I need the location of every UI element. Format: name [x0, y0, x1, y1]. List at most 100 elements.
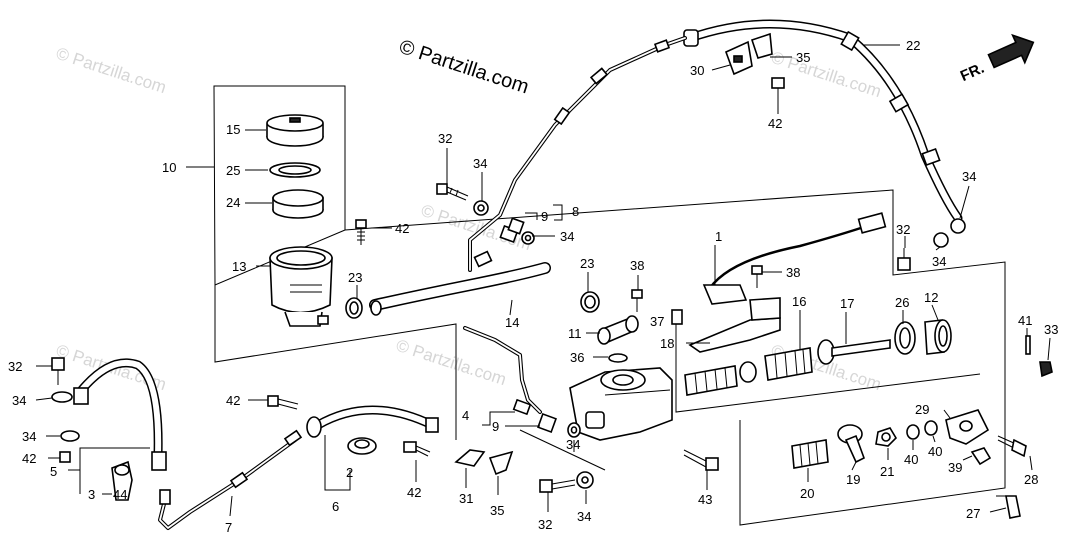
callout-40: 40 — [904, 452, 918, 467]
callout-22: 22 — [906, 38, 920, 53]
callout-25: 25 — [226, 163, 240, 178]
assembly-boxes — [213, 85, 1006, 526]
callout-42: 42 — [395, 221, 409, 236]
spring-20 — [791, 439, 829, 469]
callout-35: 35 — [796, 50, 810, 65]
callout-9: 9 — [541, 209, 548, 224]
washer-34 — [60, 430, 80, 442]
watermark-faint: © Partzilla.com — [54, 44, 169, 97]
callout-11: 11 — [568, 326, 582, 341]
callout-42: 42 — [22, 451, 36, 466]
callout-32: 32 — [538, 517, 552, 532]
callout-44: 44 — [113, 487, 127, 502]
screw-37 — [671, 309, 683, 325]
callout-34: 34 — [473, 156, 487, 171]
bracket-31 — [454, 449, 486, 467]
spring — [684, 361, 757, 396]
washer-40 — [906, 424, 920, 440]
callout-38: 38 — [630, 258, 644, 273]
callout-39: 39 — [948, 460, 962, 475]
fitting-11 — [597, 315, 639, 345]
callout-38: 38 — [786, 265, 800, 280]
clamp-23 — [345, 297, 363, 319]
pin-27 — [996, 495, 1021, 519]
pushrod-17 — [817, 339, 891, 365]
callout-34: 34 — [566, 437, 580, 452]
callout-26: 26 — [895, 295, 909, 310]
callout-43: 43 — [698, 492, 712, 507]
washer-34 — [51, 391, 73, 403]
callout-34: 34 — [560, 229, 574, 244]
callout-15: 15 — [226, 122, 240, 137]
arrow-icon — [987, 33, 1035, 69]
watermark-main: © Partzilla.com — [396, 36, 531, 99]
bolt-42 — [355, 219, 367, 245]
bolt-42 — [771, 77, 785, 100]
bolt-43 — [683, 449, 719, 471]
callout-37: 37 — [650, 314, 664, 329]
yoke-29 — [945, 409, 990, 445]
nut-9 — [499, 217, 525, 244]
callout-36: 36 — [570, 350, 584, 365]
callout-14: 14 — [505, 315, 519, 330]
hose-14 — [369, 262, 551, 316]
leader-lines — [35, 44, 1051, 517]
slave-box — [739, 380, 1006, 526]
front-direction-arrow: FR. — [958, 33, 1035, 85]
callout-35: 35 — [490, 503, 504, 518]
switch-1 — [702, 212, 887, 305]
washer-36 — [608, 353, 628, 363]
callout-12: 12 — [924, 290, 938, 305]
bolt-42 — [267, 395, 299, 410]
reservoir-assembly — [266, 114, 333, 327]
callout-19: 19 — [846, 472, 860, 487]
cup-12 — [924, 319, 952, 355]
callout-10: 10 — [162, 160, 176, 175]
callout-13: 13 — [232, 259, 246, 274]
callout-23: 23 — [348, 270, 362, 285]
callout-34: 34 — [962, 169, 976, 184]
callout-23: 23 — [580, 256, 594, 271]
flare-nut — [473, 250, 493, 268]
pipe-4 — [463, 326, 542, 416]
watermark-faint-group: © Partzilla.com © Partzilla.com © Partzi… — [54, 44, 884, 394]
callout-18: 18 — [660, 336, 674, 351]
nut-9 — [537, 413, 557, 433]
callout-16: 16 — [792, 294, 806, 309]
bracket-30 — [724, 40, 753, 76]
callout-7: 7 — [225, 520, 232, 535]
callout-3: 3 — [88, 487, 95, 502]
callout-1: 1 — [715, 229, 722, 244]
callout-27: 27 — [966, 506, 980, 521]
bolt-32 — [51, 357, 65, 385]
callout-34: 34 — [932, 254, 946, 269]
callout-34: 34 — [22, 429, 36, 444]
pin-41 — [1025, 335, 1031, 355]
clip-2 — [347, 437, 377, 455]
washer-40 — [924, 420, 938, 436]
callout-32: 32 — [896, 222, 910, 237]
callout-4: 4 — [462, 408, 469, 423]
callout-29: 29 — [915, 402, 929, 417]
callout-28: 28 — [1024, 472, 1038, 487]
clip-35 — [488, 450, 514, 476]
callout-30: 30 — [690, 63, 704, 78]
nut-39 — [970, 447, 992, 466]
bracket-44 — [111, 460, 133, 501]
callout-24: 24 — [226, 195, 240, 210]
front-label: FR. — [958, 60, 987, 85]
bracket-18 — [688, 297, 781, 353]
clip-35 — [750, 32, 773, 59]
callout-42: 42 — [768, 116, 782, 131]
bolt-38 — [631, 265, 763, 312]
clevis-19 — [837, 424, 865, 464]
watermark-faint: © Partzilla.com — [394, 336, 509, 389]
hose-6 — [306, 405, 439, 438]
callout-42: 42 — [226, 393, 240, 408]
bolt-32 — [539, 479, 576, 493]
callout-9: 9 — [492, 419, 499, 434]
nut-33 — [1039, 361, 1053, 378]
pipe-box — [214, 285, 457, 440]
callout-8: 8 — [572, 204, 579, 219]
